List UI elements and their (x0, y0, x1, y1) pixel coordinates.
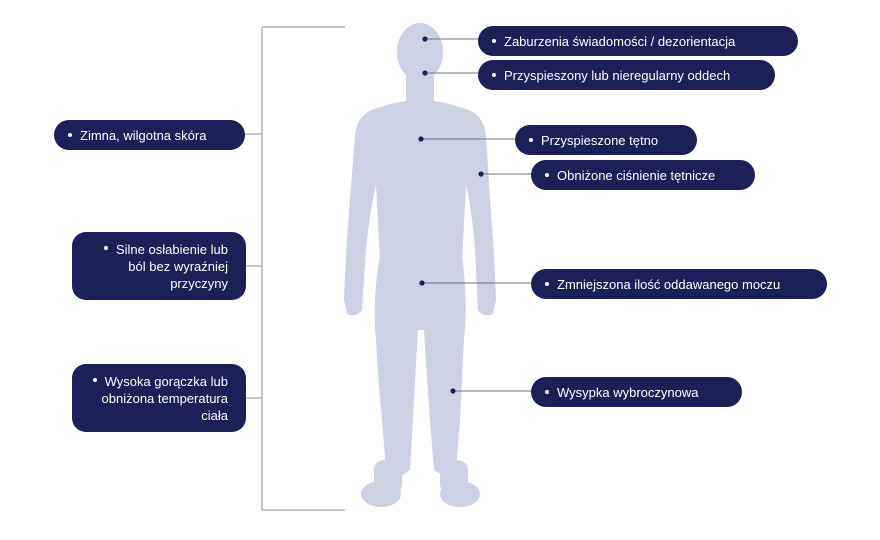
bullet-icon (545, 282, 549, 286)
bullet-icon (545, 390, 549, 394)
body-points (418, 36, 484, 394)
label-text: Przyspieszone tętno (541, 132, 659, 148)
point-neck (422, 70, 428, 76)
label-heart-rate: Przyspieszone tętno (515, 125, 697, 155)
bullet-icon (492, 73, 496, 77)
point-chest (418, 136, 424, 142)
label-text: Zmniejszona ilość oddawanego moczu (557, 276, 781, 292)
left-bracket (245, 26, 345, 511)
point-pelvis (419, 280, 425, 286)
point-leg (450, 388, 456, 394)
label-weakness: Silne osłabienie lub ból bez wyraźniej p… (72, 232, 246, 300)
human-body-silhouette (344, 23, 496, 507)
label-rash: Wysypka wybroczynowa (531, 377, 742, 407)
label-text: Obniżone ciśnienie tętnicze (557, 167, 716, 183)
label-fever: Wysoka gorączka lub obniżona temperatura… (72, 364, 246, 432)
label-text: Wysypka wybroczynowa (557, 384, 699, 400)
label-urine: Zmniejszona ilość oddawanego moczu (531, 269, 827, 299)
label-text: Silne osłabienie lub ból bez wyraźniej p… (88, 241, 228, 292)
point-head (422, 36, 428, 42)
label-cold-skin: Zimna, wilgotna skóra (54, 120, 245, 150)
label-blood-pressure: Obniżone ciśnienie tętnicze (531, 160, 755, 190)
label-text: Wysoka gorączka lub obniżona temperatura… (88, 373, 228, 424)
bullet-icon (529, 138, 533, 142)
label-breathing: Przyspieszony lub nieregularny oddech (478, 60, 775, 90)
bullet-icon (68, 133, 72, 137)
label-text: Przyspieszony lub nieregularny oddech (504, 67, 731, 83)
label-text: Zimna, wilgotna skóra (80, 127, 207, 143)
right-connectors (421, 38, 531, 392)
label-confusion: Zaburzenia świadomości / dezorientacja (478, 26, 798, 56)
point-arm (478, 171, 484, 177)
bullet-icon (492, 39, 496, 43)
bullet-icon (545, 173, 549, 177)
label-text: Zaburzenia świadomości / dezorientacja (504, 33, 736, 49)
